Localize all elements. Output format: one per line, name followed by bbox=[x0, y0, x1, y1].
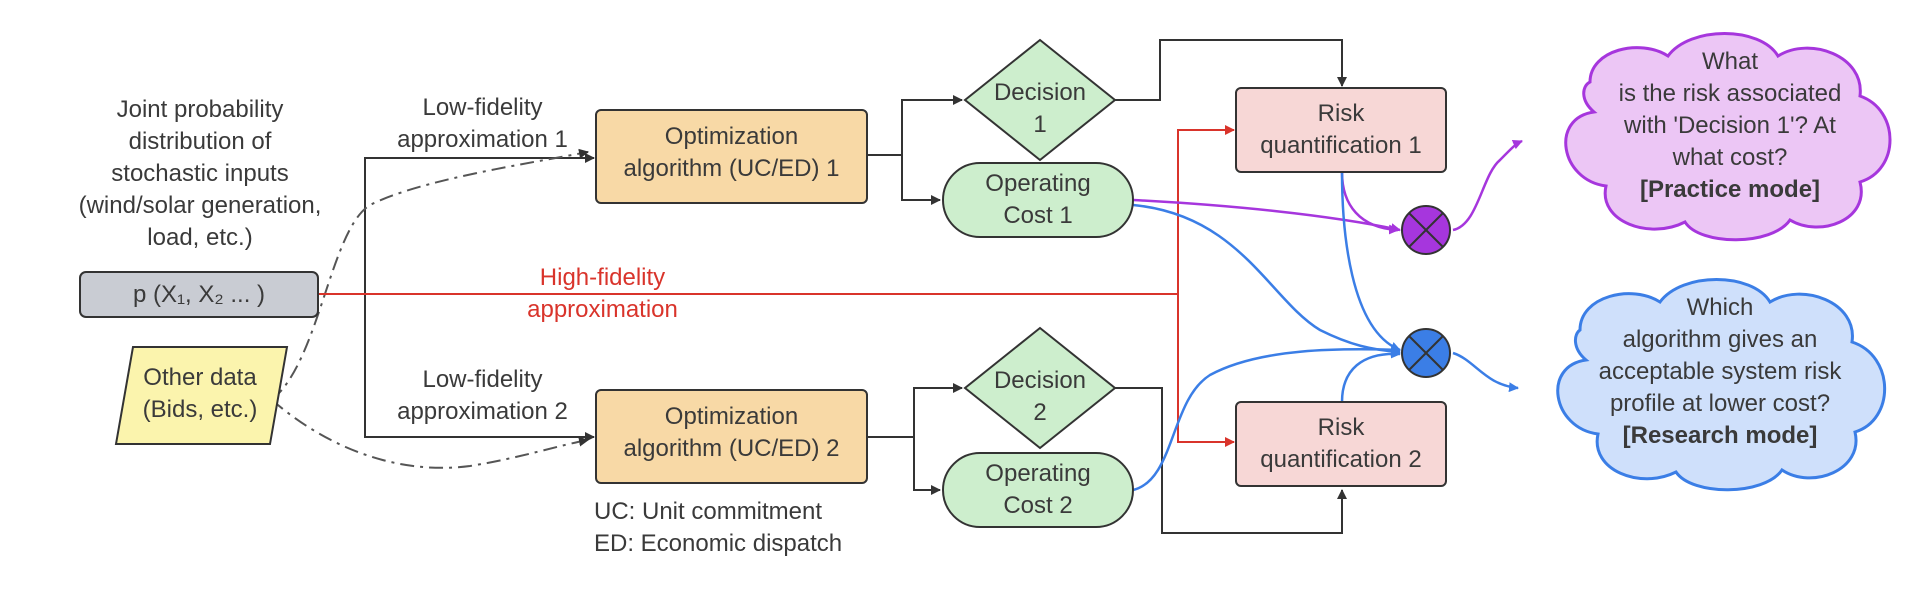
practice-cloud bbox=[1564, 32, 1892, 242]
input-description-line: stochastic inputs bbox=[111, 160, 289, 187]
risk-1-line: quantification 1 bbox=[1260, 132, 1422, 159]
high-fidelity-label: High-fidelity approximation bbox=[495, 262, 710, 326]
research-question: Which algorithm gives an acceptable syst… bbox=[1570, 292, 1870, 452]
blue-connectors bbox=[1132, 171, 1519, 492]
decision-1-label: Decision 1 bbox=[965, 77, 1115, 141]
risk-1-box bbox=[1235, 87, 1447, 173]
arrow-research-node-to-question bbox=[1452, 351, 1519, 393]
decision-2-diamond bbox=[963, 326, 1117, 450]
input-description: Joint probability distribution of stocha… bbox=[55, 94, 345, 254]
legend-line: UC: Unit commitment bbox=[594, 498, 823, 525]
high-fidelity-path bbox=[318, 125, 1235, 447]
cost-1-line: Operating bbox=[985, 170, 1091, 197]
decision-1-line: 1 bbox=[1033, 111, 1047, 138]
research-question-line: Which bbox=[1686, 294, 1754, 321]
dark-connectors bbox=[364, 39, 1347, 534]
input-box-label: p (X₁, X₂ ... ) bbox=[132, 281, 266, 308]
low-fidelity-2-line: approximation 2 bbox=[397, 398, 568, 425]
research-combine-node bbox=[1401, 328, 1451, 378]
research-question-line: profile at lower cost? bbox=[1609, 390, 1831, 417]
practice-question-line: What bbox=[1701, 48, 1758, 75]
optimizer-1-label: Optimization algorithm (UC/ED) 1 bbox=[596, 121, 867, 185]
practice-mode-label: [Practice mode] bbox=[1639, 176, 1821, 203]
input-description-line: load, etc.) bbox=[147, 224, 253, 251]
high-fidelity-line-text: approximation bbox=[527, 296, 678, 323]
practice-question-line: what cost? bbox=[1672, 144, 1788, 171]
optimizer-2-line: Optimization bbox=[664, 403, 799, 430]
legend-line: ED: Economic dispatch bbox=[594, 530, 843, 557]
cost-2-line: Cost 2 bbox=[1003, 492, 1073, 519]
arrow-decision1-to-risk1 bbox=[1115, 39, 1347, 101]
cost-2-label: Operating Cost 2 bbox=[943, 458, 1133, 522]
arrow-cost1-to-practice-node bbox=[1132, 198, 1401, 234]
arrow-optimizer1-to-cost1 bbox=[901, 155, 941, 205]
optimizer-2-label: Optimization algorithm (UC/ED) 2 bbox=[596, 401, 867, 465]
dashdot-connectors bbox=[271, 148, 589, 469]
decision-2-line: Decision bbox=[993, 367, 1087, 394]
low-fidelity-2-line: Low-fidelity bbox=[422, 366, 543, 393]
cost-2-pill bbox=[942, 452, 1134, 528]
abbreviation-legend: UC: Unit commitment ED: Economic dispatc… bbox=[594, 496, 842, 560]
other-data-label: Other data (Bids, etc.) bbox=[110, 362, 290, 426]
practice-question: What is the risk associated with 'Decisi… bbox=[1580, 46, 1880, 206]
other-data-line: Other data bbox=[143, 364, 257, 391]
risk-1-label: Risk quantification 1 bbox=[1236, 98, 1446, 162]
optimizer-2-line: algorithm (UC/ED) 2 bbox=[623, 435, 840, 462]
research-question-line: algorithm gives an bbox=[1622, 326, 1818, 353]
risk-1-line: Risk bbox=[1317, 100, 1365, 127]
arrow-practice-node-to-question bbox=[1452, 139, 1523, 232]
input-description-line: distribution of bbox=[128, 128, 272, 155]
input-distribution-box bbox=[79, 271, 319, 318]
arrow-high-fidelity-to-risk2 bbox=[1177, 294, 1235, 447]
arrow-input-to-optimizer1 bbox=[364, 153, 595, 292]
cost-1-label: Operating Cost 1 bbox=[943, 168, 1133, 232]
decision-1-line: Decision bbox=[993, 79, 1087, 106]
research-question-line: acceptable system risk bbox=[1598, 358, 1842, 385]
input-description-line: Joint probability bbox=[116, 96, 284, 123]
high-fidelity-line-text: High-fidelity bbox=[539, 264, 666, 291]
risk-2-label: Risk quantification 2 bbox=[1236, 412, 1446, 476]
practice-question-line: with 'Decision 1'? At bbox=[1624, 112, 1836, 139]
arrow-risk2-to-research-node bbox=[1340, 348, 1401, 403]
optimizer-1-line: algorithm (UC/ED) 1 bbox=[623, 155, 840, 182]
practice-combine-node bbox=[1401, 205, 1451, 255]
low-fidelity-1-line: Low-fidelity bbox=[422, 94, 543, 121]
low-fidelity-1-line: approximation 1 bbox=[397, 126, 568, 153]
optimizer-1-line: Optimization bbox=[664, 123, 799, 150]
risk-2-line: quantification 2 bbox=[1260, 446, 1422, 473]
decision-1-diamond bbox=[963, 38, 1117, 162]
arrow-high-fidelity-to-risk1 bbox=[1177, 125, 1235, 294]
optimizer-1-box bbox=[595, 109, 868, 204]
decision-2-line: 2 bbox=[1033, 399, 1047, 426]
low-fidelity-1-label: Low-fidelity approximation 1 bbox=[375, 92, 590, 156]
arrow-otherdata-to-optimizer2 bbox=[271, 399, 589, 469]
arrow-otherdata-to-optimizer1 bbox=[271, 148, 589, 401]
low-fidelity-2-label: Low-fidelity approximation 2 bbox=[375, 364, 590, 428]
arrow-decision2-to-risk2 bbox=[1115, 387, 1347, 534]
arrow-risk1-to-research-node bbox=[1340, 171, 1401, 352]
other-data-shape bbox=[114, 346, 289, 445]
research-cloud bbox=[1556, 278, 1887, 492]
risk-2-line: Risk bbox=[1317, 414, 1365, 441]
cost-1-line: Cost 1 bbox=[1003, 202, 1073, 229]
decision-2-label: Decision 2 bbox=[965, 365, 1115, 429]
research-mode-label: [Research mode] bbox=[1622, 422, 1818, 449]
other-data-line: (Bids, etc.) bbox=[142, 396, 258, 423]
arrow-input-to-optimizer2 bbox=[364, 292, 595, 442]
arrow-cost2-to-research-node bbox=[1132, 344, 1401, 492]
cost-2-line: Operating bbox=[985, 460, 1091, 487]
arrow-optimizer2-to-cost2 bbox=[913, 437, 941, 495]
input-description-line: (wind/solar generation, bbox=[78, 192, 322, 219]
cost-1-pill bbox=[942, 162, 1134, 238]
optimizer-2-box bbox=[595, 389, 868, 484]
arrow-cost1-to-research-node bbox=[1132, 203, 1401, 357]
risk-2-box bbox=[1235, 401, 1447, 487]
arrow-optimizer1-to-decision1 bbox=[867, 95, 963, 156]
practice-question-line: is the risk associated bbox=[1618, 80, 1842, 107]
arrow-optimizer2-to-decision2 bbox=[867, 383, 963, 438]
